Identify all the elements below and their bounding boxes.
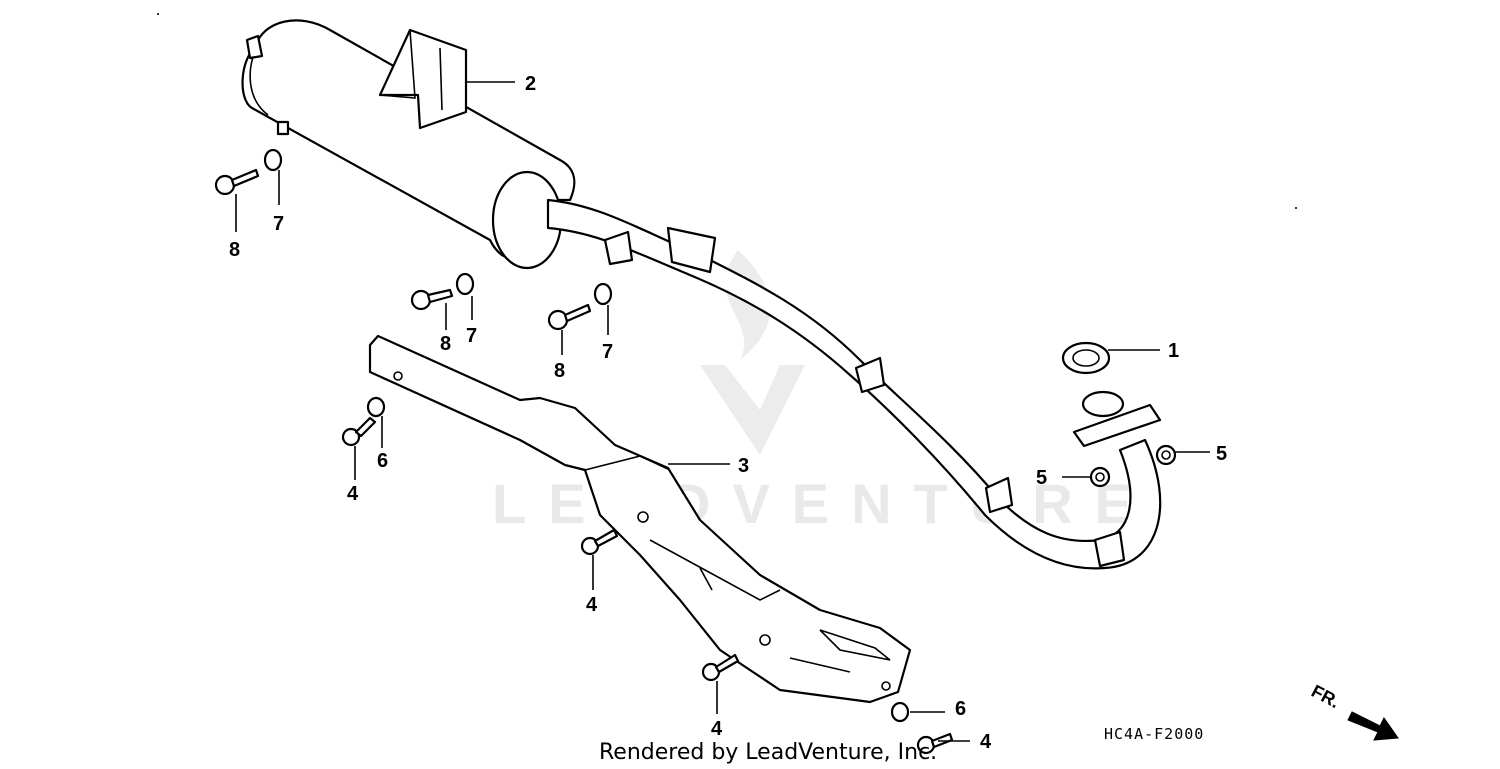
washer-7-mid-left[interactable]: [455, 272, 475, 296]
callout-8-top: 8: [229, 239, 240, 261]
callout-1: 1: [1168, 340, 1179, 362]
callout-7-mid-left: 7: [466, 325, 477, 347]
callout-4-left: 4: [347, 483, 359, 505]
bolt-8-top[interactable]: [214, 168, 260, 196]
nut-5-right[interactable]: [1155, 444, 1177, 466]
callout-8-mid-left: 8: [440, 333, 451, 355]
washer-7-top[interactable]: [263, 148, 283, 172]
bolt-8-mid-right[interactable]: [547, 303, 592, 331]
callout-4-lower: 4: [711, 718, 723, 740]
nut-5-left[interactable]: [1089, 466, 1111, 488]
heat-shield[interactable]: [368, 334, 912, 704]
bolt-4-center[interactable]: [580, 528, 619, 556]
callout-6-left: 6: [377, 450, 388, 472]
washer-7-mid-right[interactable]: [593, 282, 613, 306]
callout-6-lower: 6: [955, 698, 966, 720]
callout-7-top: 7: [273, 213, 284, 235]
render-credit: Rendered by LeadVenture, Inc.: [599, 740, 937, 765]
callout-3: 3: [738, 455, 749, 477]
callout-5-left: 5: [1036, 467, 1047, 489]
callouts: 1 2 3 4 4 4 4 5 5 6 6 7 7 7 8 8 8: [229, 73, 1227, 753]
washer-6-lower[interactable]: [890, 701, 910, 723]
gasket[interactable]: [1061, 341, 1111, 375]
callout-2: 2: [525, 73, 536, 95]
callout-4-center: 4: [586, 594, 598, 616]
exhaust-pipe[interactable]: [546, 198, 1162, 570]
front-indicator: FR.: [1308, 681, 1399, 741]
bolt-4-left[interactable]: [341, 416, 377, 447]
callout-5-right: 5: [1216, 443, 1227, 465]
bolt-4-lower[interactable]: [701, 653, 740, 682]
callout-4-bottom: 4: [980, 731, 992, 753]
washer-6-left[interactable]: [366, 396, 386, 418]
front-arrow-icon: [1347, 711, 1399, 741]
bolt-4-bottom[interactable]: [916, 732, 954, 755]
muffler[interactable]: [241, 19, 576, 270]
callout-7-mid-right: 7: [602, 341, 613, 363]
diagram-code: HC4A-F2000: [1104, 725, 1204, 743]
bolt-8-mid-left[interactable]: [410, 288, 454, 311]
callout-8-mid-right: 8: [554, 360, 565, 382]
front-indicator-label: FR.: [1308, 681, 1343, 712]
leader-lines: [235, 81, 1210, 742]
